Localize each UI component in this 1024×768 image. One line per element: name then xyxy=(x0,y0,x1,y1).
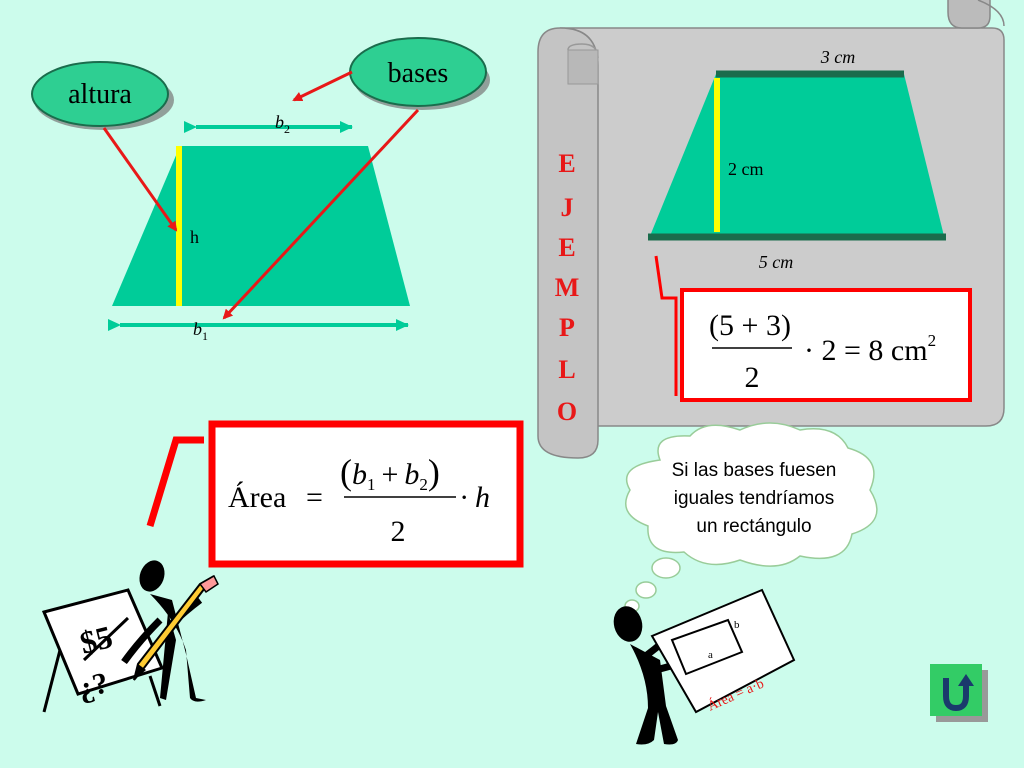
bases-arrow-top xyxy=(292,70,353,102)
example-formula-frame xyxy=(680,288,972,402)
rectangle-sheet: b a Área = a·b xyxy=(650,588,796,715)
sign-board: $5 ¿? xyxy=(41,588,165,713)
example-scroll: E J E M P L O 3 cm 2 cm 5 cm (5 + 3) 2 ·… xyxy=(537,0,1005,459)
main-trapezoid xyxy=(112,146,410,306)
ejemplo-letter: L xyxy=(558,355,575,384)
example-trapezoid xyxy=(650,74,944,236)
ejemplo-letter: M xyxy=(555,273,580,302)
rect-side-a: a xyxy=(708,649,713,661)
thought-line-3: un rectángulo xyxy=(696,516,811,537)
thought-line-2: iguales tendríamos xyxy=(674,488,835,509)
example-rest: · 2 = 8 cm2 xyxy=(804,331,936,367)
ejemplo-letter: E xyxy=(558,149,575,178)
pencil-icon xyxy=(133,574,219,681)
main-trapezoid-group: h b2 b1 xyxy=(108,112,410,343)
figure-with-rectangle: b a Área = a·b xyxy=(613,588,796,745)
example-numerator: (5 + 3) xyxy=(709,309,791,342)
area-formula-frame xyxy=(208,420,524,568)
thought-cloud: Si las bases fuesen iguales tendríamos u… xyxy=(624,422,878,613)
thought-line-1: Si las bases fuesen xyxy=(672,460,837,481)
area-formula-group: Área = (b1+b2) 2 · h xyxy=(146,420,524,568)
altura-ellipse xyxy=(31,61,169,127)
altura-ellipse-group: altura xyxy=(31,61,174,130)
figure-with-sign: $5 ¿? xyxy=(41,560,219,713)
example-bottom-label: 5 cm xyxy=(759,252,794,272)
ejemplo-letter: J xyxy=(561,193,574,222)
ejemplo-letter: O xyxy=(557,397,577,426)
ejemplo-letter: E xyxy=(558,233,575,262)
area-equals: = xyxy=(306,481,323,514)
rect-side-b: b xyxy=(734,619,740,631)
bases-arrow-bottom xyxy=(222,108,420,320)
ejemplo-letter: P xyxy=(559,313,575,342)
altura-label: altura xyxy=(68,79,132,110)
example-denominator: 2 xyxy=(745,361,760,394)
area-label: Área xyxy=(228,481,286,514)
home-button-icon xyxy=(930,664,988,722)
example-height-label: 2 cm xyxy=(728,159,764,179)
altura-arrow xyxy=(102,127,178,232)
example-top-label: 3 cm xyxy=(820,47,856,67)
home-button[interactable] xyxy=(930,664,988,722)
ejemplo-word: E J E M P L O xyxy=(555,149,580,426)
area-numerator: (b1+b2) xyxy=(340,452,440,494)
label-b1: b1 xyxy=(193,319,208,343)
label-h: h xyxy=(190,227,199,247)
u-turn-icon xyxy=(943,678,969,712)
stick-figure-right xyxy=(613,606,679,745)
area-times-h: · h xyxy=(460,481,490,514)
bases-ellipse-group: bases xyxy=(349,37,490,110)
label-b2: b2 xyxy=(275,112,290,136)
area-denominator: 2 xyxy=(391,515,406,548)
bases-label: bases xyxy=(388,58,449,89)
